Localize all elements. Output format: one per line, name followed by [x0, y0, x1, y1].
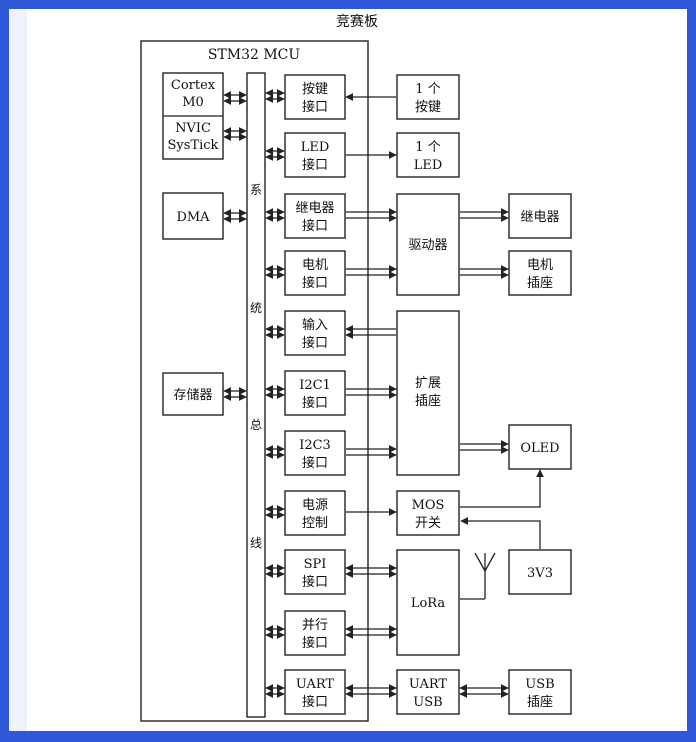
svg-text:电机: 电机 [527, 258, 553, 273]
dma-block [162, 192, 224, 240]
bus-char-4: 线 [250, 536, 262, 550]
svg-text:并行: 并行 [302, 618, 328, 633]
interface-motor: 电机 接口 [284, 250, 346, 296]
svg-text:电机: 电机 [302, 258, 328, 273]
svg-text:接口: 接口 [302, 395, 328, 411]
board-title: 竞赛板 [336, 13, 378, 30]
connection-arrows [345, 93, 544, 698]
svg-text:3V3: 3V3 [527, 566, 553, 581]
dma-label: DMA [176, 210, 210, 225]
svg-text:继电器: 继电器 [520, 210, 559, 225]
svg-text:UART: UART [296, 677, 335, 692]
interface-i2c3: I2C3 接口 [284, 430, 346, 476]
cortex-label-1: Cortex [171, 78, 216, 93]
driver-block: 驱动器 [396, 193, 460, 296]
svg-text:接口: 接口 [302, 574, 328, 590]
svg-text:继电器: 继电器 [295, 201, 334, 216]
svg-text:I2C1: I2C1 [299, 378, 331, 393]
block-diagram: 竞赛板 STM32 MCU Cortex M0 NVIC SysTick DMA… [140, 13, 572, 722]
led-device: 1 个 LED [396, 132, 460, 178]
interface-power: 电源 控制 [284, 490, 346, 536]
svg-text:电源: 电源 [302, 498, 328, 513]
interface-relay: 继电器 接口 [284, 193, 346, 239]
window-frame: 竞赛板 STM32 MCU Cortex M0 NVIC SysTick DMA… [6, 6, 690, 734]
system-bus [246, 72, 266, 718]
diagram-canvas: 竞赛板 STM32 MCU Cortex M0 NVIC SysTick DMA… [27, 9, 687, 731]
cortex-nvic-block: Cortex M0 NVIC SysTick [162, 72, 224, 160]
interface-i2c1: I2C1 接口 [284, 370, 346, 416]
svg-text:接口: 接口 [302, 455, 328, 471]
bus-char-1: 系 [250, 183, 262, 197]
svg-text:插座: 插座 [415, 394, 441, 409]
key-device: 1 个 按键 [396, 74, 460, 120]
antenna-icon [460, 552, 496, 600]
interface-spi: SPI 接口 [284, 549, 346, 595]
svg-text:UART: UART [409, 677, 448, 692]
svg-text:1 个: 1 个 [415, 140, 440, 155]
svg-text:1 个: 1 个 [415, 82, 440, 97]
svg-text:接口: 接口 [302, 99, 328, 115]
interface-uart: UART 接口 [284, 669, 346, 715]
bus-char-2: 统 [250, 301, 262, 315]
svg-text:LED: LED [414, 158, 443, 173]
expansion-socket: 扩展 插座 [396, 310, 460, 476]
mos-switch: MOS 开关 [396, 490, 460, 536]
interface-input: 输入 接口 [284, 310, 346, 356]
svg-text:插座: 插座 [527, 276, 553, 291]
svg-text:按键: 按键 [302, 82, 328, 97]
svg-text:LoRa: LoRa [411, 596, 446, 611]
lora-module: LoRa [396, 549, 460, 656]
svg-text:USB: USB [525, 677, 554, 692]
nvic-label-2: SysTick [168, 138, 219, 153]
svg-text:I2C3: I2C3 [299, 438, 331, 453]
oled-display: OLED [508, 424, 572, 470]
uart-usb-bridge: UART USB [396, 669, 460, 715]
bus-char-3: 总 [250, 418, 262, 432]
svg-text:接口: 接口 [302, 335, 328, 351]
svg-text:接口: 接口 [302, 635, 328, 651]
svg-text:插座: 插座 [527, 695, 553, 710]
nvic-label-1: NVIC [175, 121, 211, 136]
svg-text:MOS: MOS [412, 498, 445, 513]
svg-text:接口: 接口 [302, 157, 328, 173]
svg-text:USB: USB [413, 695, 442, 710]
interface-parallel: 并行 接口 [284, 610, 346, 656]
cortex-label-2: M0 [182, 95, 204, 110]
svg-text:接口: 接口 [302, 694, 328, 710]
svg-text:SPI: SPI [304, 557, 327, 572]
svg-text:驱动器: 驱动器 [408, 238, 447, 253]
bus-interface-arrows [265, 89, 285, 698]
interface-led: LED 接口 [284, 132, 346, 178]
svg-text:OLED: OLED [520, 441, 559, 456]
svg-text:LED: LED [301, 140, 330, 155]
motor-socket: 电机 插座 [508, 250, 572, 296]
power-3v3: 3V3 [508, 549, 572, 595]
usb-socket: USB 插座 [508, 669, 572, 715]
interface-key: 按键 接口 [284, 74, 346, 120]
svg-text:接口: 接口 [302, 218, 328, 234]
svg-text:接口: 接口 [302, 275, 328, 291]
svg-text:按键: 按键 [415, 100, 441, 115]
storage-label: 存储器 [173, 388, 212, 403]
storage-block [162, 372, 224, 416]
svg-text:开关: 开关 [415, 516, 441, 531]
relay-device: 继电器 [508, 193, 572, 239]
svg-text:扩展: 扩展 [415, 376, 441, 391]
svg-text:控制: 控制 [302, 516, 328, 531]
svg-text:输入: 输入 [302, 317, 328, 333]
mcu-title: STM32 MCU [208, 47, 301, 63]
